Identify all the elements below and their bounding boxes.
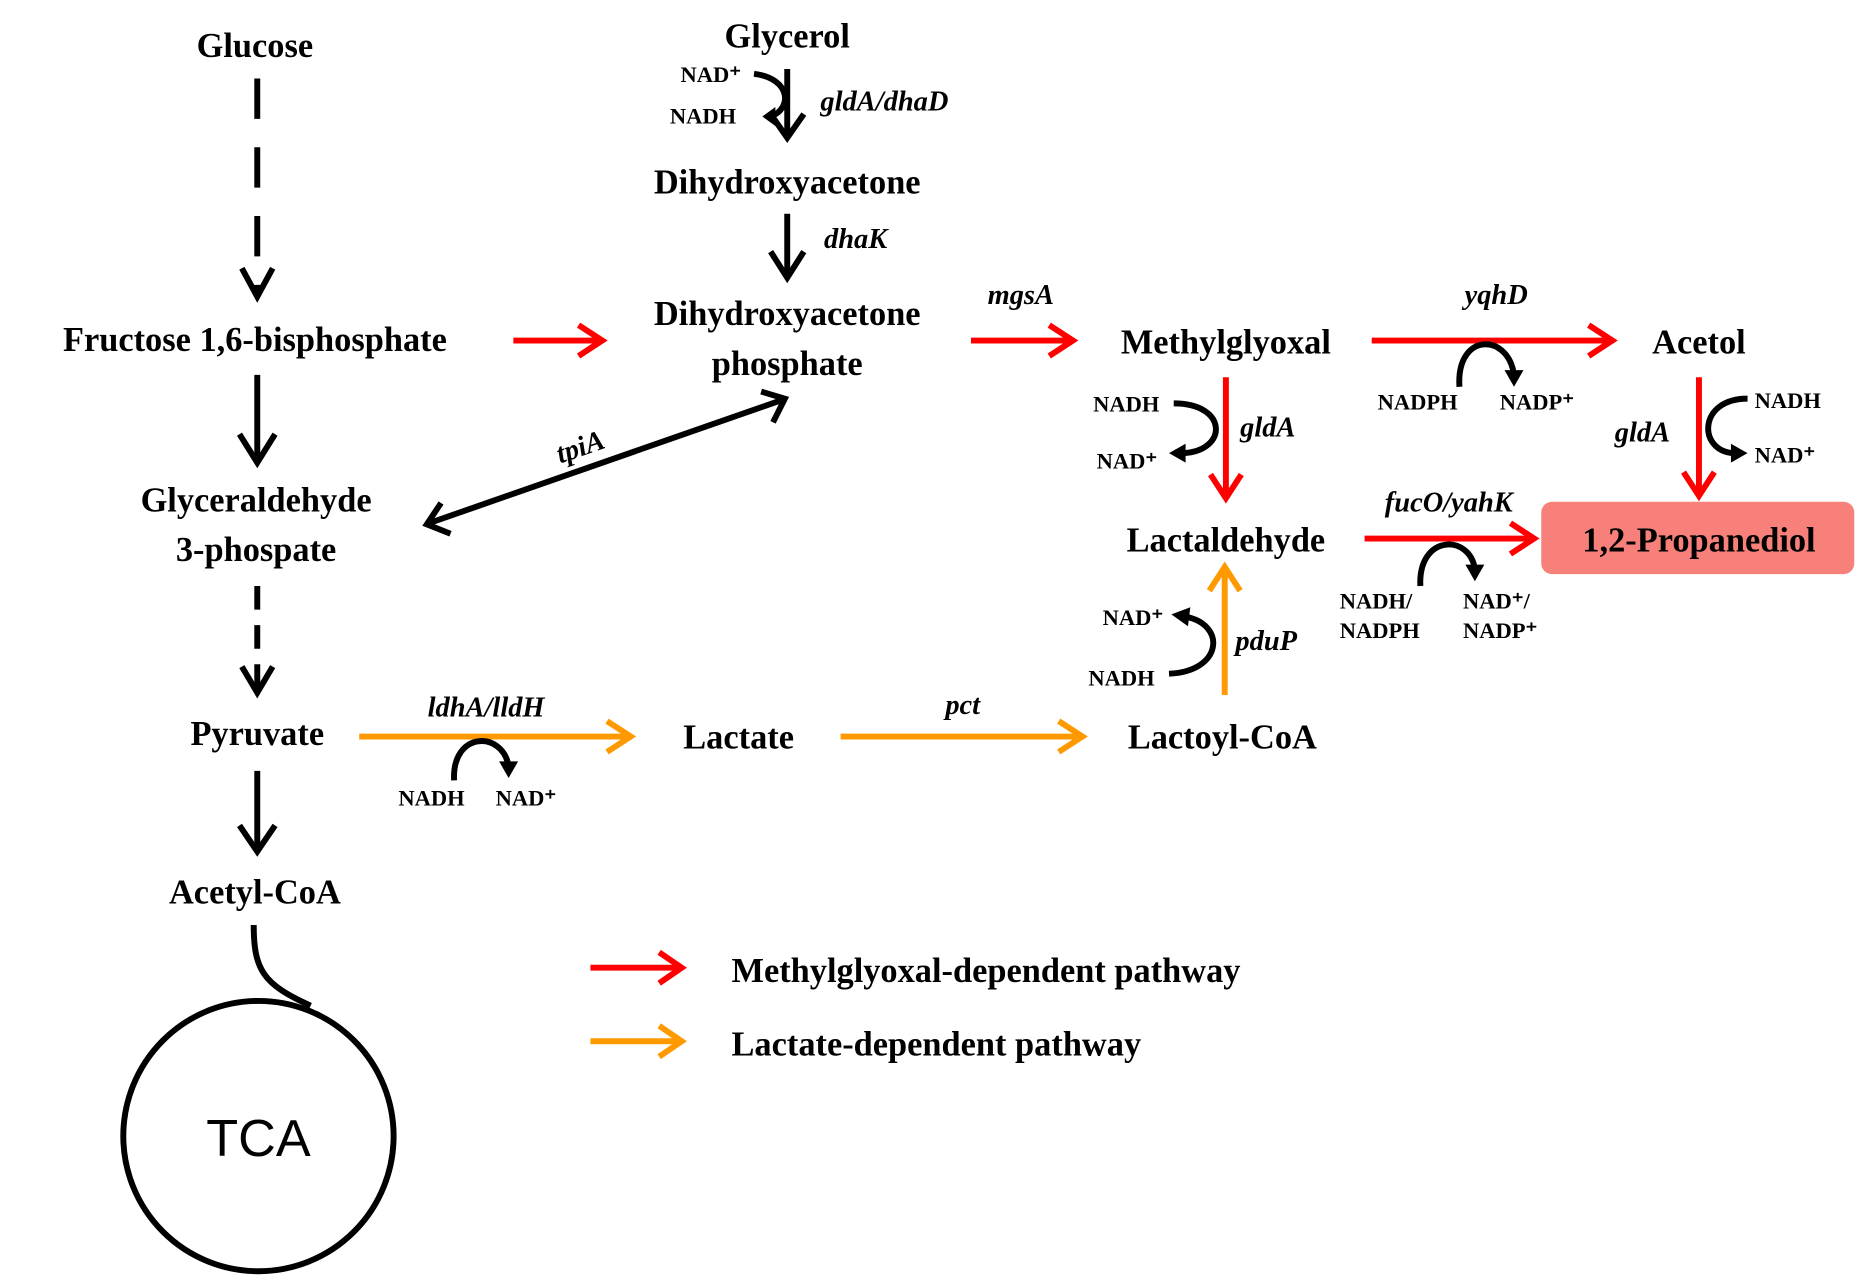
gene-glda-acetol: gldA xyxy=(1614,417,1670,448)
arrow-pyruvate-to-lactate xyxy=(359,718,637,755)
arrow-glycerol-to-dha xyxy=(753,69,807,143)
cofactor-mg-out: NAD⁺ xyxy=(1097,449,1158,474)
gene-yqhd: yqhD xyxy=(1462,280,1528,311)
cofactor-arc-pdup xyxy=(1168,607,1217,677)
cofactor-arc-fuco xyxy=(1417,541,1485,587)
gene-ldha-lldh: ldhA/lldH xyxy=(428,692,546,723)
metabolite-methylglyoxal: Methylglyoxal xyxy=(1121,324,1331,362)
metabolite-dhap-line1: Dihydroxyacetone xyxy=(654,295,921,333)
legend-item-methylglyoxal: Methylglyoxal-dependent pathway xyxy=(590,949,1241,990)
cofactor-fuco-in-2: NADPH xyxy=(1340,618,1421,643)
cofactor-glycerol-out: NADH xyxy=(670,104,737,129)
metabolite-glycerol: Glycerol xyxy=(725,18,850,56)
arrow-pyruvate-to-acetylcoa xyxy=(237,770,278,857)
legend-label-methylglyoxal: Methylglyoxal-dependent pathway xyxy=(732,952,1241,990)
cofactor-arc-yqhd xyxy=(1456,341,1524,387)
metabolite-glucose: Glucose xyxy=(197,27,313,65)
arrow-lactate-to-lactoylcoa xyxy=(840,718,1088,755)
cofactor-yqhd-out: NADP⁺ xyxy=(1500,389,1575,414)
tca-cycle: TCA xyxy=(120,997,397,1275)
metabolite-g3p-line1: Glyceraldehyde xyxy=(141,481,372,519)
cofactor-fuco-out-1: NAD⁺/ xyxy=(1463,588,1531,613)
product-box xyxy=(1541,501,1855,575)
cofactor-arc-glda-acetol xyxy=(1705,395,1748,463)
gene-dhak: dhaK xyxy=(824,224,889,255)
arrow-dha-to-dhap xyxy=(768,213,807,284)
gene-glda-methylglyoxal: gldA xyxy=(1239,413,1295,444)
legend-arrow-red xyxy=(590,949,687,986)
metabolite-lactoyl-coa: Lactoyl-CoA xyxy=(1128,718,1317,756)
cofactor-arc-ldh xyxy=(451,738,519,781)
metabolite-fbp: Fructose 1,6-bisphosphate xyxy=(63,321,447,359)
product-propanediol: 1,2-Propanediol xyxy=(1541,501,1855,575)
cofactor-yqhd-in: NADPH xyxy=(1378,389,1459,414)
cofactor-fuco-in-1: NADH/ xyxy=(1340,588,1413,613)
tca-circle xyxy=(120,997,397,1275)
arrow-methylglyoxal-to-acetol xyxy=(1371,322,1618,359)
metabolite-acetol: Acetol xyxy=(1652,324,1746,362)
cofactor-mg-in: NADH xyxy=(1093,392,1160,417)
cofactor-pdup-in: NADH xyxy=(1088,666,1155,691)
cofactor-acetol-in: NADH xyxy=(1755,388,1822,413)
legend-label-lactate: Lactate-dependent pathway xyxy=(732,1025,1142,1063)
arrow-acetol-to-propanediol xyxy=(1681,377,1717,502)
connector-acetylcoa-to-tca xyxy=(250,925,312,1009)
metabolite-pyruvate: Pyruvate xyxy=(190,715,324,753)
cofactor-ldh-in: NADH xyxy=(398,785,465,810)
cofactor-ldh-out: NAD⁺ xyxy=(496,785,557,810)
cofactor-acetol-out: NAD⁺ xyxy=(1755,443,1816,468)
gene-pdup: pduP xyxy=(1232,626,1297,657)
metabolite-g3p-line2: 3-phospate xyxy=(176,531,336,569)
arrow-fbp-to-g3p xyxy=(236,374,278,469)
arrow-glucose-to-fbp xyxy=(239,78,276,303)
cofactor-glycerol-in: NAD⁺ xyxy=(681,62,742,87)
tca-label: TCA xyxy=(206,1110,311,1168)
metabolite-dihydroxyacetone: Dihydroxyacetone xyxy=(654,164,921,202)
metabolite-lactaldehyde: Lactaldehyde xyxy=(1127,522,1326,560)
metabolite-propanediol: 1,2-Propanediol xyxy=(1582,522,1815,560)
metabolite-dhap-line2: phosphate xyxy=(712,345,863,383)
arrow-fbp-to-dhap xyxy=(513,322,608,359)
arrow-tpia-bidirectional xyxy=(422,388,790,537)
gene-glda-dhad: gldA/dhaD xyxy=(819,87,948,118)
arrow-lactaldehyde-to-propanediol xyxy=(1364,520,1540,557)
legend: Methylglyoxal-dependent pathway Lactate-… xyxy=(590,949,1241,1063)
arrow-g3p-to-pyruvate xyxy=(239,585,276,699)
metabolite-lactate: Lactate xyxy=(683,718,794,756)
legend-item-lactate: Lactate-dependent pathway xyxy=(590,1023,1142,1063)
cofactor-fuco-out-2: NADP⁺ xyxy=(1463,618,1538,643)
cofactor-pdup-out: NAD⁺ xyxy=(1103,605,1164,630)
legend-arrow-orange xyxy=(590,1023,687,1060)
gene-mgsa: mgsA xyxy=(988,280,1054,311)
gene-fuco-yahk: fucO/yahK xyxy=(1385,487,1515,518)
gene-pct: pct xyxy=(942,690,981,721)
arrow-methylglyoxal-to-lactaldehyde xyxy=(1207,377,1244,504)
arrow-dhap-to-methylglyoxal xyxy=(970,322,1079,359)
arrow-lactoylcoa-to-lactaldehyde xyxy=(1206,561,1243,696)
metabolite-acetyl-coa: Acetyl-CoA xyxy=(169,874,341,912)
cofactor-arc-glda-methylglyoxal xyxy=(1168,400,1219,463)
